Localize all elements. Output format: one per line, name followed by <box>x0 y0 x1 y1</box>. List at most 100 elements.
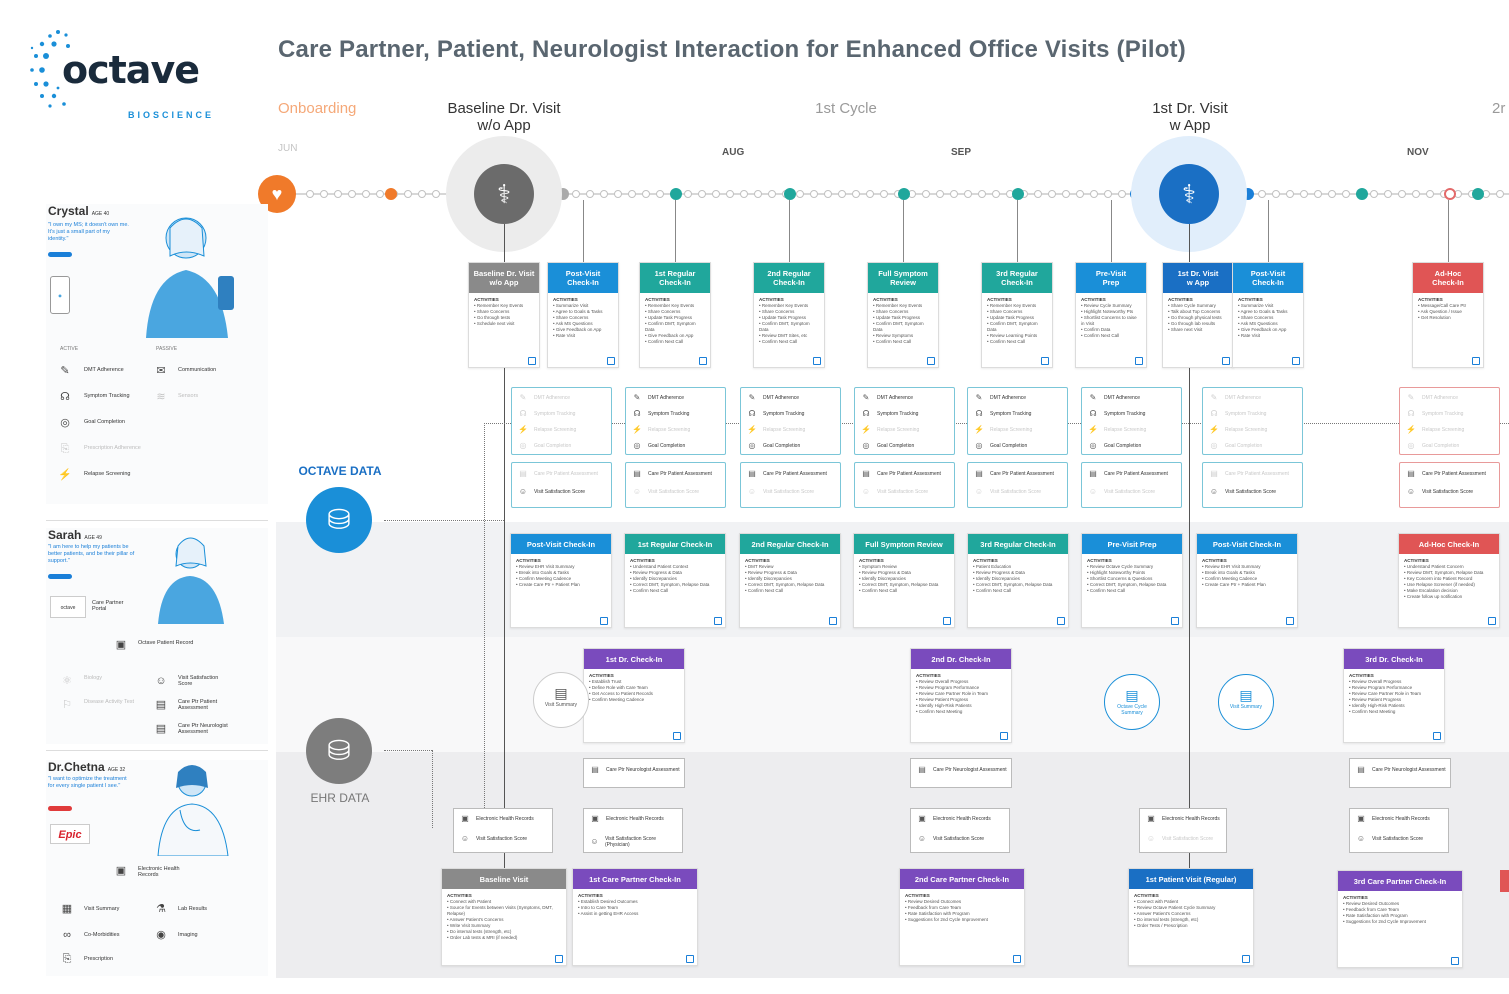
assessment-panel[interactable]: ▤Care Ptr Patient Assessment☺Visit Satis… <box>625 462 726 508</box>
calendar-icon[interactable] <box>943 617 951 625</box>
calendar-icon[interactable] <box>1222 357 1230 365</box>
doctor-visit-card[interactable]: 1st Patient Visit (Regular)ACTIVITIES• C… <box>1128 868 1254 966</box>
timeline-milestone[interactable] <box>898 188 910 200</box>
calendar-icon[interactable] <box>1135 357 1143 365</box>
summary-bubble[interactable]: ▤Visit Summary <box>533 672 589 728</box>
tracking-panel[interactable]: ✎DMT Adherence☊Symptom Tracking⚡Relapse … <box>625 387 726 455</box>
ehr-record-box[interactable]: ▣Electronic Health Records☺Visit Satisfa… <box>583 808 683 853</box>
calendar-icon[interactable] <box>600 617 608 625</box>
active-item[interactable]: Goal Completion <box>84 419 125 425</box>
sarah-item[interactable]: Care Ptr Neurologist Assessment <box>178 723 228 735</box>
calendar-icon[interactable] <box>1242 955 1250 963</box>
calendar-icon[interactable] <box>528 357 536 365</box>
active-item[interactable]: Symptom Tracking <box>84 393 130 399</box>
assessment-panel[interactable]: ▤Care Ptr Patient Assessment☺Visit Satis… <box>1081 462 1182 508</box>
neurologist-assessment[interactable]: ▤Care Ptr Neurologist Assessment <box>1349 758 1451 788</box>
octave-patient-record[interactable]: Octave Patient Record <box>138 640 194 646</box>
calendar-icon[interactable] <box>555 955 563 963</box>
chetna-item[interactable]: Prescription <box>84 956 114 962</box>
tracking-panel[interactable]: ✎DMT Adherence☊Symptom Tracking⚡Relapse … <box>967 387 1068 455</box>
tracking-panel[interactable]: ✎DMT Adherence☊Symptom Tracking⚡Relapse … <box>854 387 955 455</box>
passive-item[interactable]: Communication <box>178 367 217 373</box>
tracking-panel[interactable]: ✎DMT Adherence☊Symptom Tracking⚡Relapse … <box>1399 387 1500 455</box>
passive-item[interactable]: Sensors <box>178 393 199 399</box>
calendar-icon[interactable] <box>1292 357 1300 365</box>
sarah-item[interactable]: Visit Satisfaction Score <box>178 675 219 687</box>
calendar-icon[interactable] <box>1472 357 1480 365</box>
active-item[interactable]: Relapse Screening <box>84 471 131 477</box>
care-partner-portal[interactable]: Care Partner Portal <box>92 600 124 612</box>
chetna-item[interactable]: Lab Results <box>178 906 208 912</box>
summary-bubble[interactable]: ▤Visit Summary <box>1218 674 1274 730</box>
electronic-health-records[interactable]: Electronic Health Records <box>138 866 180 878</box>
timeline-milestone[interactable] <box>1472 188 1484 200</box>
neurologist-assessment[interactable]: ▤Care Ptr Neurologist Assessment <box>910 758 1012 788</box>
baseline-visit-icon[interactable]: ⚕ <box>474 164 534 224</box>
calendar-icon[interactable] <box>1451 957 1459 965</box>
calendar-icon[interactable] <box>927 357 935 365</box>
neurologist-assessment[interactable]: ▤Care Ptr Neurologist Assessment <box>583 758 685 788</box>
assessment-panel[interactable]: ▤Care Ptr Patient Assessment☺Visit Satis… <box>854 462 955 508</box>
chetna-item[interactable]: Imaging <box>178 932 198 938</box>
ehr-data-icon[interactable]: ⛁ <box>306 718 372 784</box>
calendar-icon[interactable] <box>686 955 694 963</box>
assessment-panel[interactable]: ▤Care Ptr Patient Assessment☺Visit Satis… <box>1399 462 1500 508</box>
ehr-record-box[interactable]: ▣Electronic Health Records☺Visit Satisfa… <box>1139 808 1227 853</box>
ehr-record-box[interactable]: ▣Electronic Health Records☺Visit Satisfa… <box>453 808 553 853</box>
timeline-milestone[interactable] <box>1012 188 1024 200</box>
timeline-milestone[interactable] <box>1356 188 1368 200</box>
calendar-icon[interactable] <box>1433 732 1441 740</box>
tracking-panel[interactable]: ✎DMT Adherence☊Symptom Tracking⚡Relapse … <box>1081 387 1182 455</box>
first-visit-icon[interactable]: ⚕ <box>1159 164 1219 224</box>
sarah-item[interactable]: Disease Activity Test <box>84 699 135 705</box>
active-item[interactable]: Prescription Adherence <box>84 445 141 451</box>
timeline-milestone[interactable] <box>784 188 796 200</box>
calendar-icon[interactable] <box>813 357 821 365</box>
calendar-icon[interactable] <box>1000 732 1008 740</box>
ehr-record-box[interactable]: ▣Electronic Health Records☺Visit Satisfa… <box>1349 808 1449 853</box>
calendar-icon[interactable] <box>1013 955 1021 963</box>
calendar-icon[interactable] <box>1057 617 1065 625</box>
calendar-icon[interactable] <box>607 357 615 365</box>
chetna-item[interactable]: Visit Summary <box>84 906 120 912</box>
sarah-item[interactable]: Care Ptr Patient Assessment <box>178 699 218 711</box>
active-item[interactable]: DMT Adherence <box>84 367 124 373</box>
timeline-milestone[interactable] <box>385 188 397 200</box>
assessment-panel[interactable]: ▤Care Ptr Patient Assessment☺Visit Satis… <box>967 462 1068 508</box>
assessment-panel[interactable]: ▤Care Ptr Patient Assessment☺Visit Satis… <box>740 462 841 508</box>
tracking-panel[interactable]: ✎DMT Adherence☊Symptom Tracking⚡Relapse … <box>511 387 612 455</box>
calendar-icon[interactable] <box>1286 617 1294 625</box>
summary-bubble[interactable]: ▤Octave Cycle Summary <box>1104 674 1160 730</box>
sarah-item[interactable]: Biology <box>84 675 103 681</box>
assessment-panel[interactable]: ▤Care Ptr Patient Assessment☺Visit Satis… <box>1202 462 1303 508</box>
assessment-panel[interactable]: ▤Care Ptr Patient Assessment☺Visit Satis… <box>511 462 612 508</box>
tracking-panel[interactable]: ✎DMT Adherence☊Symptom Tracking⚡Relapse … <box>740 387 841 455</box>
calendar-icon[interactable] <box>699 357 707 365</box>
ehr-record-box[interactable]: ▣Electronic Health Records☺Visit Satisfa… <box>910 808 1010 853</box>
chetna-item[interactable]: Co-Morbidities <box>84 932 120 938</box>
calendar-icon[interactable] <box>1171 617 1179 625</box>
calendar-icon[interactable] <box>1488 617 1496 625</box>
calendar-icon[interactable] <box>1041 357 1049 365</box>
